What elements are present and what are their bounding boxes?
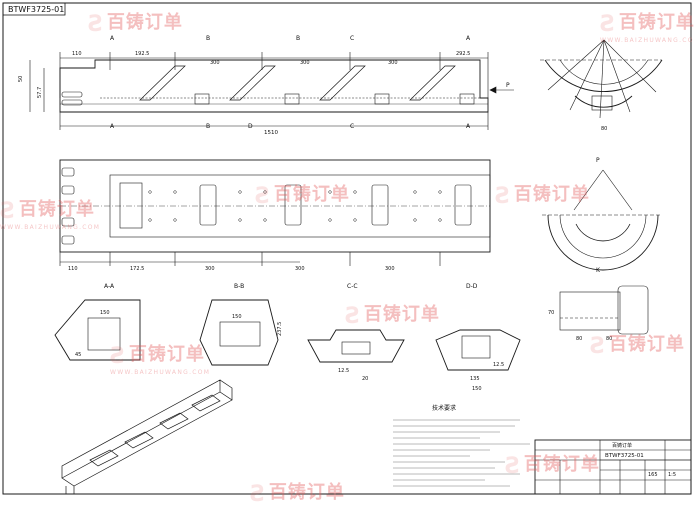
section-cc-title: C-C [347, 283, 358, 290]
view-arrow-p: P [506, 82, 510, 89]
section-mark-a-top: A [110, 35, 115, 42]
technical-notes: 技术要求 [393, 404, 530, 487]
plan-dim-1: 110 [68, 266, 78, 272]
k-dim-height: 70 [548, 310, 554, 316]
p-view-letter: P [596, 157, 600, 164]
section-mark-a-bottom: A [110, 123, 115, 130]
section-mark-b2-top: B [296, 35, 300, 42]
dim-span-3: 300 [210, 60, 220, 66]
section-dd: D-D 135 12.5 150 [435, 283, 521, 392]
fan-dim-bottom: 80 [601, 126, 607, 132]
section-aa-title: A-A [104, 283, 115, 290]
dim-overall-length: 1510 [264, 130, 278, 136]
dim-height-1: 50 [18, 76, 24, 82]
dim-span-4: 300 [300, 60, 310, 66]
section-dd-dim-3: 150 [472, 386, 482, 392]
title-block-qty: 165 [648, 472, 658, 478]
title-block-company: 百铸订单 [612, 442, 632, 449]
k-view-letter: K [596, 267, 601, 274]
notes-title: 技术要求 [432, 404, 456, 412]
k-view: K 70 80 80 [548, 267, 649, 342]
isometric-view [61, 379, 233, 494]
section-mark-a2-bottom: A [466, 123, 471, 130]
section-cc: C-C 12.5 20 [307, 283, 405, 382]
section-mark-c-bottom: C [350, 123, 354, 130]
plan-dim-5: 300 [385, 266, 395, 272]
section-dd-dim-1: 135 [470, 376, 480, 382]
section-mark-b-top: B [206, 35, 210, 42]
plan-view: 110 172.5 300 300 300 [59, 159, 491, 272]
section-mark-d-bottom: D [248, 123, 253, 130]
section-mark-a2-top: A [466, 35, 471, 42]
section-bb: B-B 150 237.5 [199, 283, 283, 366]
section-cc-dim-2: 20 [362, 376, 368, 382]
dim-span-5: 300 [388, 60, 398, 66]
section-mark-c-top: C [350, 35, 354, 42]
section-bb-dim-1: 150 [232, 314, 242, 320]
plan-dim-3: 300 [205, 266, 215, 272]
section-aa: A-A 150 45 [54, 283, 141, 361]
title-block: 百铸订单 BTWF3725-01 165 1:5 [534, 439, 692, 495]
section-dd-dim-2: 12.5 [493, 362, 504, 368]
plan-dim-2: 172.5 [130, 266, 144, 272]
section-aa-dim-2: 45 [75, 352, 81, 358]
front-view: 110 192.5 300 300 300 292.5 A B B C A 50 [18, 35, 514, 136]
k-dim-1: 80 [576, 336, 582, 342]
section-bb-dim-2: 237.5 [277, 322, 283, 336]
drawing-code-tag: BTWF3725-01 [2, 2, 66, 16]
p-view: P [542, 157, 662, 271]
title-block-code: BTWF3725-01 [605, 453, 644, 459]
dim-span-1: 110 [72, 51, 82, 57]
fan-view-top: 80 [540, 39, 663, 132]
k-dim-2: 80 [606, 336, 612, 342]
drawing-code-text: BTWF3725-01 [8, 5, 64, 14]
dim-span-2: 192.5 [135, 51, 149, 57]
dim-height-2: 57.7 [37, 87, 43, 98]
section-bb-title: B-B [234, 283, 244, 290]
section-cc-dim-1: 12.5 [338, 368, 349, 374]
dim-span-6: 292.5 [456, 51, 470, 57]
title-block-scale: 1:5 [668, 472, 676, 478]
section-dd-title: D-D [466, 283, 478, 290]
section-aa-dim-1: 150 [100, 310, 110, 316]
section-mark-b-bottom: B [206, 123, 210, 130]
sheet-border [2, 2, 692, 495]
plan-dim-4: 300 [295, 266, 305, 272]
